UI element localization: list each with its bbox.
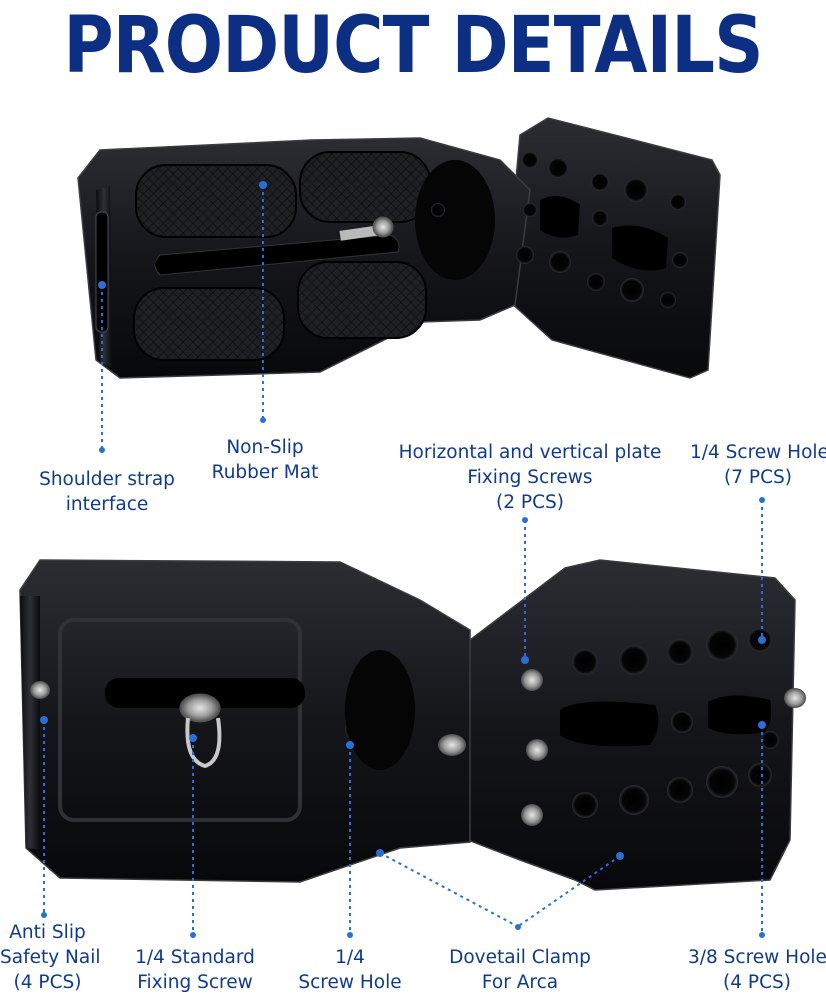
anti-slip-nail <box>784 688 806 708</box>
callout-dots <box>40 181 766 938</box>
rubber-pad <box>135 164 297 238</box>
label-three-eighths-hole: 3/8 Screw Hole (4 PCS) <box>688 947 826 993</box>
top-screw <box>372 216 394 238</box>
label-quarter-screw-hole: 1/4 Screw Hole <box>298 947 402 993</box>
callout-leaders <box>43 185 763 935</box>
label-anti-slip: Anti Slip Safety Nail (4 PCS) <box>0 922 101 993</box>
clamp-frame <box>58 618 302 822</box>
label-quarter-screw-hole-7: 1/4 Screw Hole (7 PCS) <box>690 442 826 488</box>
rubber-pad <box>133 287 285 361</box>
fixing-screw <box>521 804 543 826</box>
shoulder-strap-slot <box>95 211 109 333</box>
page-title: PRODUCT DETAILS <box>63 1 763 91</box>
label-standard-screw: 1/4 Standard Fixing Screw <box>135 947 255 993</box>
label-dovetail: Dovetail Clamp For Arca <box>449 947 591 993</box>
top-bracket <box>77 117 721 379</box>
bottom-bracket <box>19 559 806 891</box>
label-rubber-mat: Non-Slip Rubber Mat <box>211 437 319 483</box>
bottom-mount-slot <box>105 678 305 708</box>
rubber-pad <box>297 261 427 339</box>
anti-slip-nail <box>30 681 50 699</box>
d-ring-screw <box>179 693 221 723</box>
label-shoulder-strap: Shoulder strap interface <box>39 469 175 515</box>
rubber-pad <box>299 151 431 223</box>
fixing-screw <box>521 669 543 691</box>
bottom-horizontal-plate <box>19 559 471 883</box>
fixing-screw <box>526 739 548 761</box>
label-fixing-screws: Horizontal and vertical plate Fixing Scr… <box>398 442 662 513</box>
